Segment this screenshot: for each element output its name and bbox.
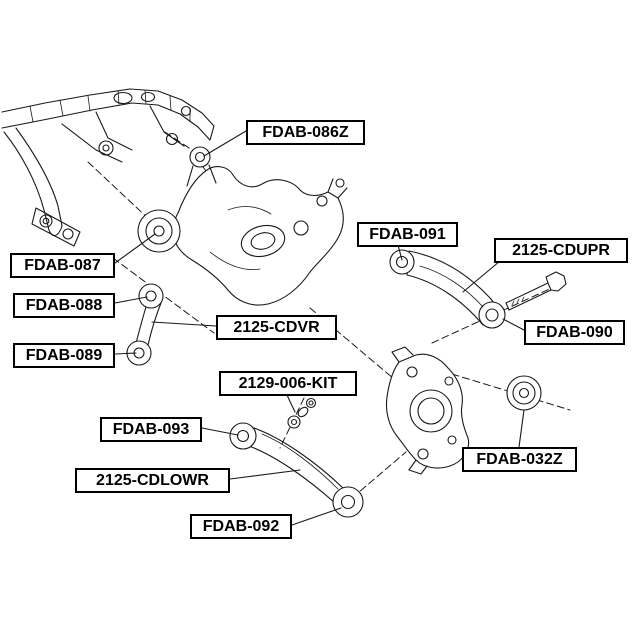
part-label-fdab-090: FDAB-090	[524, 320, 625, 345]
vertical-link-drawing	[126, 283, 164, 366]
upper-arm-drawing	[389, 249, 506, 329]
part-label-fdab-092: FDAB-092	[190, 514, 292, 539]
part-label-2125-cdlowr: 2125-CDLOWR	[75, 468, 230, 493]
lower-arm-drawing	[229, 422, 364, 518]
part-label-fdab-091: FDAB-091	[357, 222, 458, 247]
part-label-fdab-093: FDAB-093	[100, 417, 202, 442]
subframe-drawing	[1, 88, 215, 247]
part-label-2125-cdvr: 2125-CDVR	[216, 315, 337, 340]
part-label-fdab-086z: FDAB-086Z	[246, 120, 365, 145]
part-label-fdab-087: FDAB-087	[10, 253, 115, 278]
part-label-fdab-089: FDAB-089	[13, 343, 115, 368]
trailing-arm-drawing	[137, 146, 348, 306]
leader-lines	[114, 130, 525, 526]
part-label-2129-006-kit: 2129-006-KIT	[219, 371, 357, 396]
part-label-2125-cdupr: 2125-CDUPR	[494, 238, 628, 263]
part-label-fdab-032z: FDAB-032Z	[462, 447, 577, 472]
bushing-fdab-032z-drawing	[506, 375, 542, 411]
upper-arm-bolt-drawing	[505, 271, 567, 311]
bolt-kit-drawing	[287, 397, 317, 429]
part-label-fdab-088: FDAB-088	[13, 293, 115, 318]
knuckle-drawing	[385, 346, 470, 475]
